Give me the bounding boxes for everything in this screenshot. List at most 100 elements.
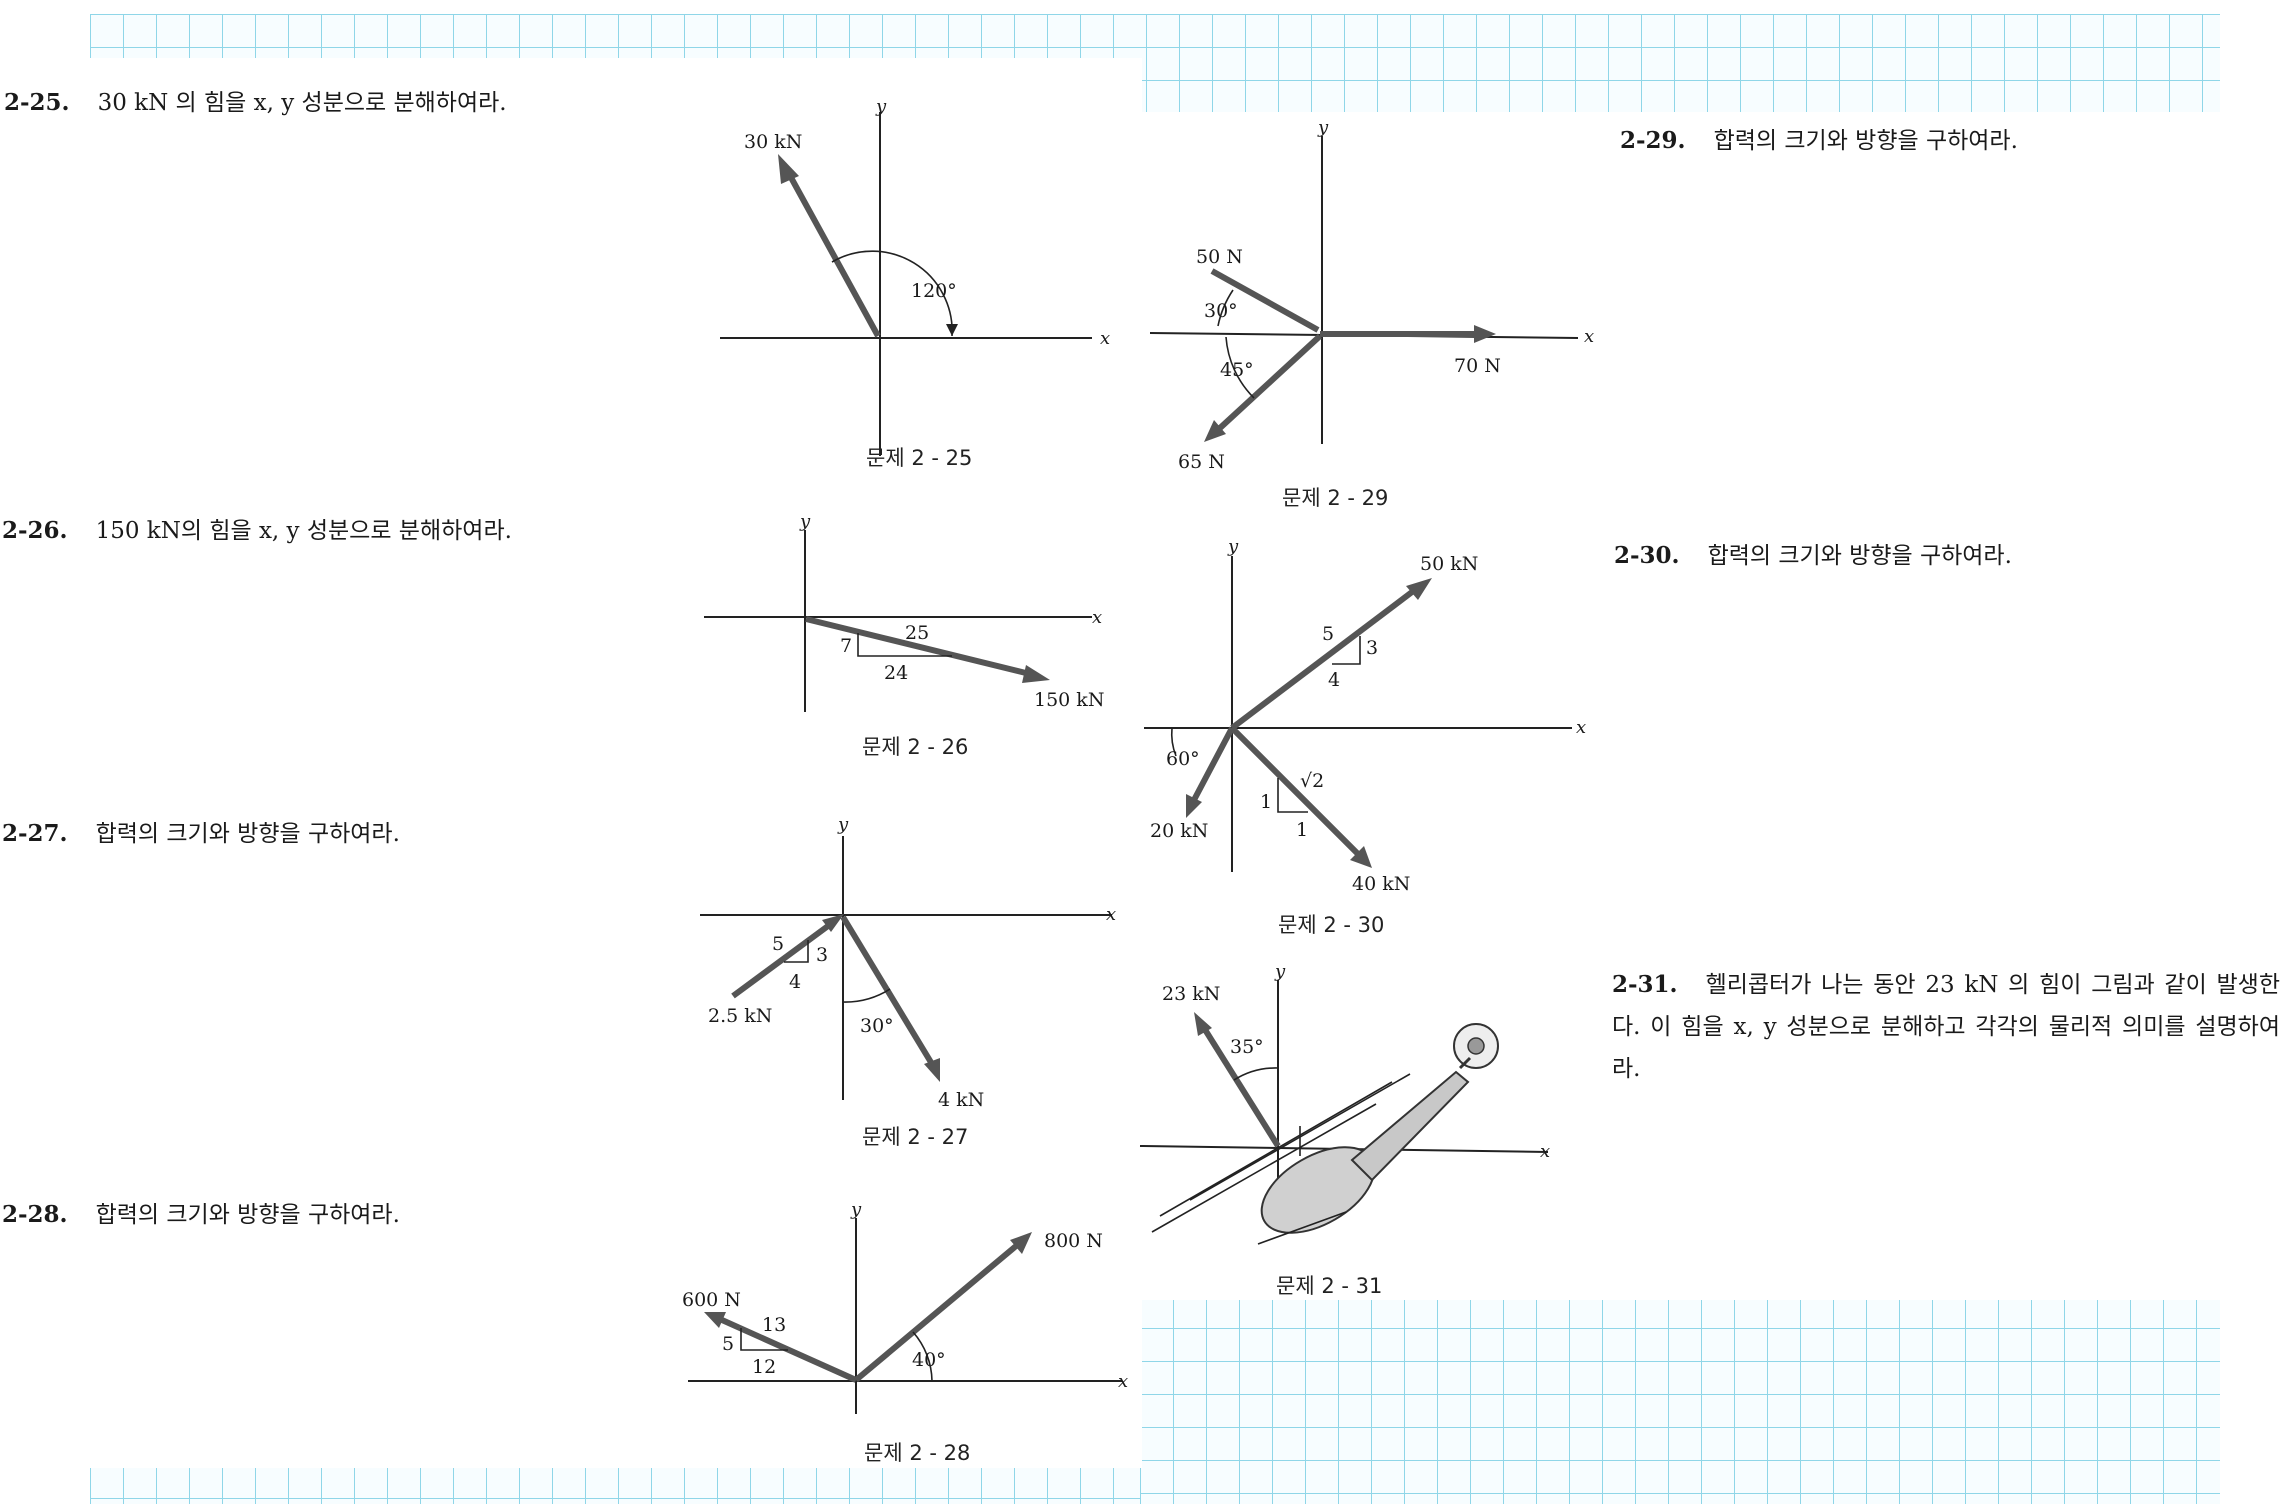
problem-number: 2-30. bbox=[1614, 542, 1680, 569]
problem-number: 2-31. bbox=[1612, 971, 1678, 998]
force-vector-1 bbox=[1230, 589, 1414, 731]
force-label-1: 50 N bbox=[1196, 246, 1243, 268]
force-label-2: 4 kN bbox=[938, 1089, 984, 1111]
y-axis-label: y bbox=[1317, 117, 1329, 138]
slope-run: 12 bbox=[752, 1356, 776, 1378]
slope-run-2: 1 bbox=[1296, 819, 1308, 841]
slope-hyp: 13 bbox=[762, 1314, 786, 1336]
angle-label-1: 30° bbox=[1204, 300, 1238, 322]
slope-hyp: 5 bbox=[772, 933, 784, 955]
force-label-1: 600 N bbox=[682, 1289, 741, 1311]
left-page bbox=[0, 58, 1142, 1468]
arrowhead-3 bbox=[1350, 846, 1372, 868]
angle-arc bbox=[1233, 1067, 1279, 1081]
slope-run: 24 bbox=[884, 662, 908, 684]
angle-arc-2 bbox=[1225, 336, 1255, 399]
right-page bbox=[1142, 112, 2288, 1300]
caption-2-30: 문제 2 - 30 bbox=[1278, 913, 1385, 937]
arrowhead-1 bbox=[704, 1312, 726, 1328]
y-axis-label: y bbox=[799, 511, 811, 532]
force-vector-2 bbox=[1191, 726, 1235, 802]
slope-triangle-2 bbox=[1277, 778, 1308, 813]
arrowhead-2 bbox=[1010, 1232, 1032, 1254]
force-label-2: 20 kN bbox=[1150, 820, 1208, 842]
problem-text: 150 kN의 힘을 x, y 성분으로 분해하여라. bbox=[95, 518, 512, 544]
slope-rise: 5 bbox=[722, 1333, 734, 1355]
slope-rise-1: 3 bbox=[1366, 637, 1378, 659]
x-axis-label: x bbox=[1118, 1371, 1128, 1392]
slope-triangle bbox=[740, 1328, 788, 1351]
force-vector-1 bbox=[1210, 268, 1320, 333]
y-axis-label: y bbox=[1274, 961, 1286, 982]
slope-run-1: 4 bbox=[1328, 669, 1340, 691]
problem-2-31: 2-31.헬리콥터가 나는 동안 23 kN 의 힘이 그림과 같이 발생한다.… bbox=[1612, 964, 2280, 1090]
force-label: 30 kN bbox=[744, 131, 802, 153]
force-vector bbox=[1201, 1026, 1281, 1148]
problem-2-30: 2-30. 합력의 크기와 방향을 구하여라. bbox=[1614, 537, 2012, 575]
slope-triangle bbox=[784, 940, 809, 963]
arrowhead-1 bbox=[1406, 578, 1432, 600]
force-label-1: 2.5 kN bbox=[708, 1005, 772, 1027]
angle-label: 30° bbox=[860, 1015, 894, 1037]
slope-rise: 3 bbox=[816, 944, 828, 966]
slope-triangle bbox=[857, 633, 952, 657]
arrowhead bbox=[1194, 1012, 1212, 1036]
force-vector-2 bbox=[854, 1243, 1018, 1383]
problem-number: 2-25. bbox=[4, 89, 70, 116]
problem-2-29: 2-29. 합력의 크기와 방향을 구하여라. bbox=[1620, 122, 2018, 160]
x-axis-label: x bbox=[1584, 326, 1594, 347]
problem-2-26: 2-26. 150 kN의 힘을 x, y 성분으로 분해하여라. bbox=[2, 512, 512, 550]
arc-arrow bbox=[946, 324, 958, 336]
force-vector bbox=[805, 616, 1031, 677]
slope-hyp-2: √2 bbox=[1300, 770, 1324, 792]
caption-2-26: 문제 2 - 26 bbox=[862, 735, 969, 759]
arrowhead bbox=[778, 154, 799, 184]
problem-number: 2-29. bbox=[1620, 127, 1686, 154]
arrowhead-3 bbox=[1204, 420, 1226, 442]
force-vector-1 bbox=[720, 1317, 858, 1383]
force-label: 150 kN bbox=[1034, 689, 1104, 711]
arrowhead-2 bbox=[1186, 794, 1202, 818]
force-vector-3 bbox=[1229, 725, 1361, 857]
slope-hyp: 25 bbox=[905, 622, 929, 644]
x-axis-label: x bbox=[1540, 1141, 1550, 1162]
caption-2-29: 문제 2 - 29 bbox=[1282, 486, 1389, 510]
y-axis-label: y bbox=[875, 96, 887, 117]
problem-text: 합력의 크기와 방향을 구하여라. bbox=[1707, 543, 2012, 569]
angle-arc-1 bbox=[1170, 727, 1177, 757]
arrowhead-2 bbox=[924, 1058, 940, 1082]
problem-text: 합력의 크기와 방향을 구하여라. bbox=[95, 821, 400, 847]
force-vector-3 bbox=[1217, 333, 1323, 431]
problem-number: 2-26. bbox=[2, 517, 68, 544]
angle-arc-1 bbox=[1217, 289, 1234, 327]
arrowhead bbox=[1022, 665, 1050, 683]
problem-text: 합력의 크기와 방향을 구하여라. bbox=[1713, 128, 2018, 154]
helicopter-illustration bbox=[1151, 1023, 1499, 1245]
x-axis-label: x bbox=[1100, 328, 1110, 349]
angle-arc bbox=[912, 1331, 933, 1382]
x-axis-label: x bbox=[1576, 717, 1586, 738]
angle-label: 35° bbox=[1230, 1036, 1264, 1058]
force-label-3: 40 kN bbox=[1352, 873, 1410, 895]
problem-2-25: 2-25. 30 kN 의 힘을 x, y 성분으로 분해하여라. bbox=[4, 84, 507, 122]
arrowhead-1 bbox=[822, 914, 844, 932]
problem-2-27: 2-27. 합력의 크기와 방향을 구하여라. bbox=[2, 815, 400, 853]
slope-rise-2: 1 bbox=[1260, 791, 1272, 813]
force-label-3: 65 N bbox=[1178, 451, 1225, 473]
problem-number: 2-27. bbox=[2, 820, 68, 847]
caption-2-25: 문제 2 - 25 bbox=[866, 446, 973, 470]
caption-2-27: 문제 2 - 27 bbox=[862, 1125, 969, 1149]
problem-text: 헬리콥터가 나는 동안 23 kN 의 힘이 그림과 같이 발생한다. 이 힘을… bbox=[1612, 972, 2280, 1082]
problem-text: 30 kN 의 힘을 x, y 성분으로 분해하여라. bbox=[97, 90, 507, 116]
graph-paper-right bbox=[1140, 1295, 2220, 1504]
angle-label-2: 45° bbox=[1220, 359, 1254, 381]
force-label: 23 kN bbox=[1162, 983, 1220, 1005]
slope-rise: 7 bbox=[840, 635, 852, 657]
slope-hyp-1: 5 bbox=[1322, 623, 1334, 645]
angle-arc bbox=[831, 250, 953, 337]
caption-2-28: 문제 2 - 28 bbox=[864, 1441, 971, 1465]
